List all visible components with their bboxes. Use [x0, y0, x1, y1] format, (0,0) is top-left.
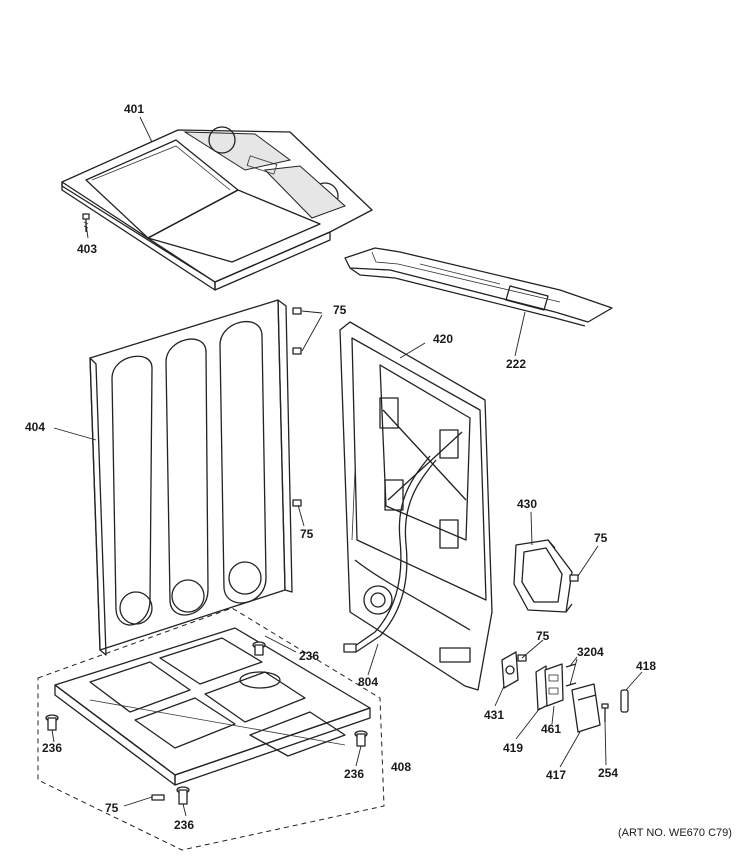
label-404: 404: [25, 420, 45, 434]
label-430: 430: [517, 497, 537, 511]
label-3204: 3204: [577, 645, 604, 659]
leader-lines: [51, 116, 643, 817]
label-420: 420: [433, 332, 453, 346]
label-431: 431: [484, 708, 504, 722]
label-236-upper: 236: [299, 649, 319, 663]
bracket-430-drawing: [513, 539, 573, 613]
label-461: 461: [541, 722, 561, 736]
top-cover-drawing: [61, 126, 373, 291]
label-222: 222: [506, 357, 526, 371]
label-236-right: 236: [344, 767, 364, 781]
label-401: 401: [124, 102, 144, 116]
label-236-left: 236: [42, 741, 62, 755]
rear-panel-drawing: [339, 321, 493, 691]
small-parts-drawing: [501, 651, 629, 733]
screw-403-drawing: [82, 213, 90, 232]
label-418: 418: [636, 659, 656, 673]
label-417: 417: [546, 768, 566, 782]
base-drawing: [54, 627, 371, 786]
base-assembly-dashed-outline: [37, 607, 385, 851]
side-panel-drawing: [89, 299, 293, 656]
label-75-small: 75: [536, 629, 550, 643]
screw-75-base: [151, 794, 165, 801]
label-236-bottom: 236: [174, 818, 194, 832]
label-75-upper: 75: [333, 303, 347, 317]
label-408: 408: [391, 760, 411, 774]
harness-804-drawing: [343, 455, 437, 653]
label-75-side: 75: [300, 527, 314, 541]
label-804: 804: [358, 675, 378, 689]
legs-236-drawing: [45, 641, 368, 805]
screw-75-bracket: [569, 574, 579, 582]
label-75-bracket: 75: [594, 531, 608, 545]
label-254: 254: [598, 766, 618, 780]
art-number: (ART NO. WE670 C79): [618, 827, 732, 839]
label-75-base: 75: [105, 801, 119, 815]
label-403: 403: [77, 242, 97, 256]
bracket-222-drawing: [344, 247, 613, 327]
label-419: 419: [503, 741, 523, 755]
screws-75-side-panel: [292, 307, 302, 507]
